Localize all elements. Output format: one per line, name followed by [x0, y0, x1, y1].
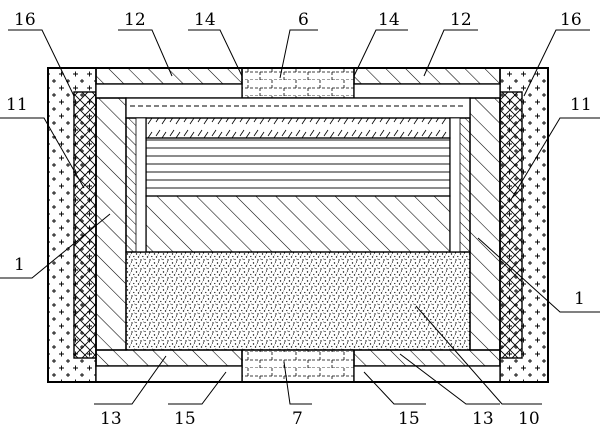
- main-wall-left: [95, 97, 127, 351]
- top-strip-right: [353, 83, 501, 99]
- inner-post-left-core: [135, 117, 147, 253]
- label-11-right: 11: [570, 95, 592, 115]
- top-opening: [241, 67, 355, 99]
- label-15-left: 15: [174, 409, 196, 429]
- label-13-left: 13: [100, 409, 122, 429]
- label-7: 7: [292, 409, 303, 429]
- lined-region: [145, 137, 451, 197]
- inner-cover: [125, 97, 471, 119]
- label-11-left: 11: [6, 95, 28, 115]
- label-16-right: 16: [560, 10, 582, 30]
- side-layer-right: [499, 91, 523, 359]
- inner-post-right-core: [449, 117, 461, 253]
- top-plate-left: [95, 67, 243, 85]
- label-16-left: 16: [14, 10, 36, 30]
- label-14-left: 14: [194, 10, 216, 30]
- leader-lines: [0, 29, 600, 405]
- glass-band: [145, 117, 451, 139]
- main-wall-right: [469, 97, 501, 351]
- label-1-left: 1: [14, 255, 25, 275]
- label-13-right: 13: [472, 409, 494, 429]
- bottom-plate-right: [353, 349, 501, 367]
- bottom-opening: [241, 349, 355, 383]
- top-plate-right: [353, 67, 501, 85]
- label-14-right: 14: [378, 10, 400, 30]
- label-12-right: 12: [450, 10, 472, 30]
- top-strip-left: [95, 83, 243, 99]
- label-12-left: 12: [124, 10, 146, 30]
- label-6: 6: [298, 10, 309, 30]
- label-10: 10: [518, 409, 540, 429]
- label-15-right: 15: [398, 409, 420, 429]
- bottom-plate-left: [95, 349, 243, 367]
- sand-region: [125, 251, 471, 351]
- label-1-right: 1: [574, 289, 585, 309]
- side-layer-left: [73, 91, 97, 359]
- hatched-region: [145, 195, 451, 253]
- outer-border: [47, 67, 549, 383]
